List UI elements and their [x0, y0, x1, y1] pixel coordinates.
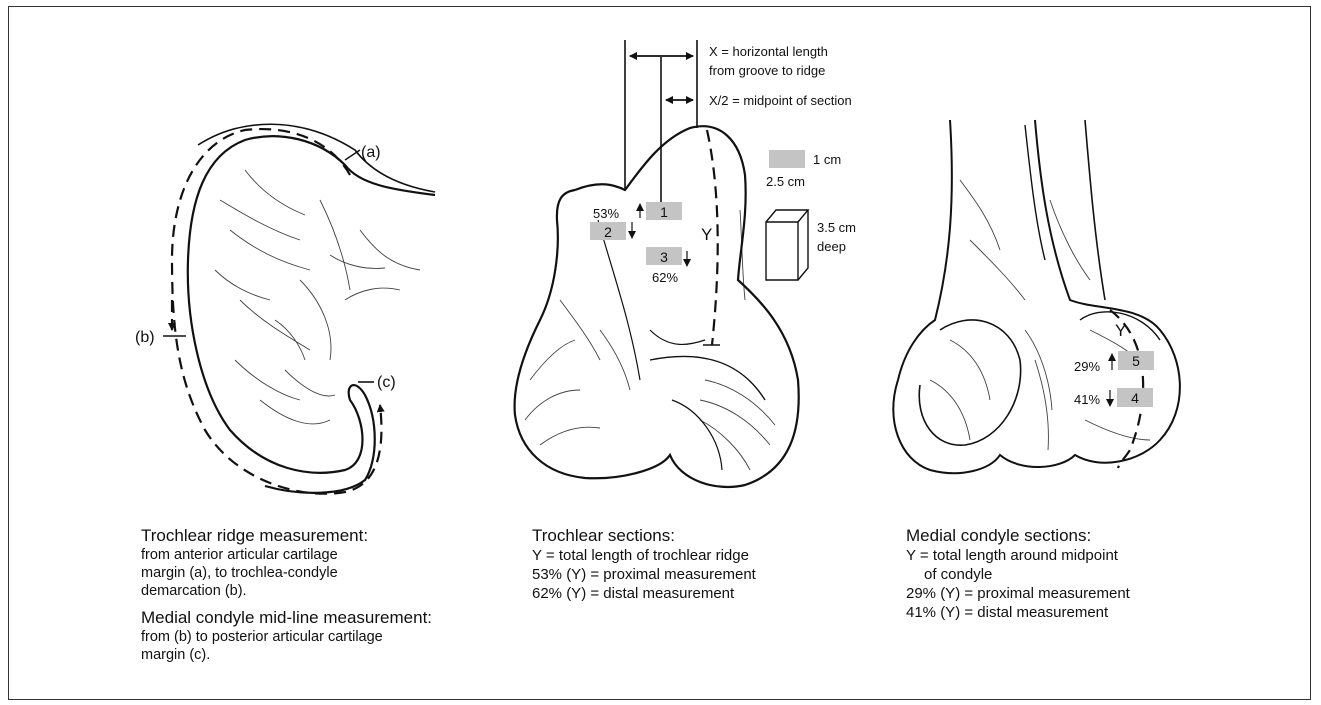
label-a: (a) [361, 144, 381, 161]
caption-line: Y = total length around midpoint [906, 546, 1236, 565]
dimension-height: 2.5 cm [766, 174, 805, 189]
section-box-3-label: 3 [660, 249, 668, 265]
section-box-5-label: 5 [1132, 353, 1140, 369]
caption-heading: Trochlear ridge measurement: [141, 525, 501, 546]
depth-label-line2: deep [817, 239, 846, 254]
pct-41-label: 41% [1074, 392, 1100, 407]
caption-line: margin (c). [141, 646, 501, 664]
caption-line: demarcation (b). [141, 582, 501, 600]
caption-line: from (b) to posterior articular cartilag… [141, 628, 501, 646]
dimension-width: 1 cm [813, 152, 841, 167]
section-box-1-label: 1 [660, 204, 668, 220]
caption-line: 41% (Y) = distal measurement [906, 603, 1236, 622]
section-box-4-label: 4 [1131, 390, 1139, 406]
caption-line: 29% (Y) = proximal measurement [906, 584, 1236, 603]
pct-62-label: 62% [652, 270, 678, 285]
caption-heading: Medial condyle mid-line measurement: [141, 607, 501, 628]
caption-line: of condyle [906, 565, 1236, 584]
label-b: (b) [135, 329, 155, 346]
caption-left: Trochlear ridge measurement: from anteri… [141, 525, 501, 664]
y-label-middle: Y [701, 225, 712, 244]
caption-heading: Medial condyle sections: [906, 525, 1236, 546]
caption-line: margin (a), to trochlea-condyle [141, 564, 501, 582]
depth-label-line1: 3.5 cm [817, 220, 856, 235]
caption-line: 53% (Y) = proximal measurement [532, 565, 852, 584]
right-femur-illustration [893, 120, 1180, 473]
caption-line: from anterior articular cartilage [141, 546, 501, 564]
depth-block-icon [766, 210, 808, 280]
caption-line: Y = total length of trochlear ridge [532, 546, 852, 565]
section-box-2-label: 2 [604, 224, 612, 240]
caption-heading: Trochlear sections: [532, 525, 852, 546]
x-annotation-line2: from groove to ridge [709, 63, 825, 78]
left-femur-illustration [163, 124, 435, 493]
caption-right: Medial condyle sections: Y = total lengt… [906, 525, 1236, 622]
caption-line: 62% (Y) = distal measurement [532, 584, 852, 603]
pct-53-label: 53% [593, 206, 619, 221]
dimension-swatch [769, 150, 805, 168]
caption-middle: Trochlear sections: Y = total length of … [532, 525, 852, 603]
label-c: (c) [377, 374, 396, 391]
y-label-right: Y [1115, 321, 1126, 340]
x-annotation-line1: X = horizontal length [709, 44, 828, 59]
x-half-annotation: X/2 = midpoint of section [709, 93, 852, 108]
pct-29-label: 29% [1074, 359, 1100, 374]
